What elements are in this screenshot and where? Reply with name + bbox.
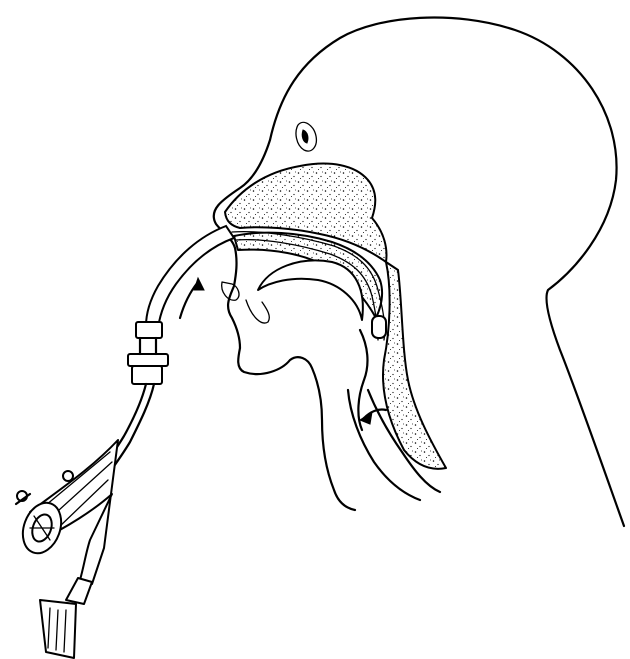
- scope-grip: [66, 578, 92, 604]
- tongue: [258, 260, 363, 320]
- endotracheal-tube: [146, 226, 234, 328]
- suction-port: [63, 471, 73, 481]
- tube-connector: [136, 322, 162, 338]
- ear-canal: [302, 130, 308, 143]
- light-cable-plug: [40, 600, 76, 658]
- tube-cuff: [372, 316, 386, 338]
- oral-cavity: [246, 300, 269, 323]
- tube-adapter: [128, 354, 168, 366]
